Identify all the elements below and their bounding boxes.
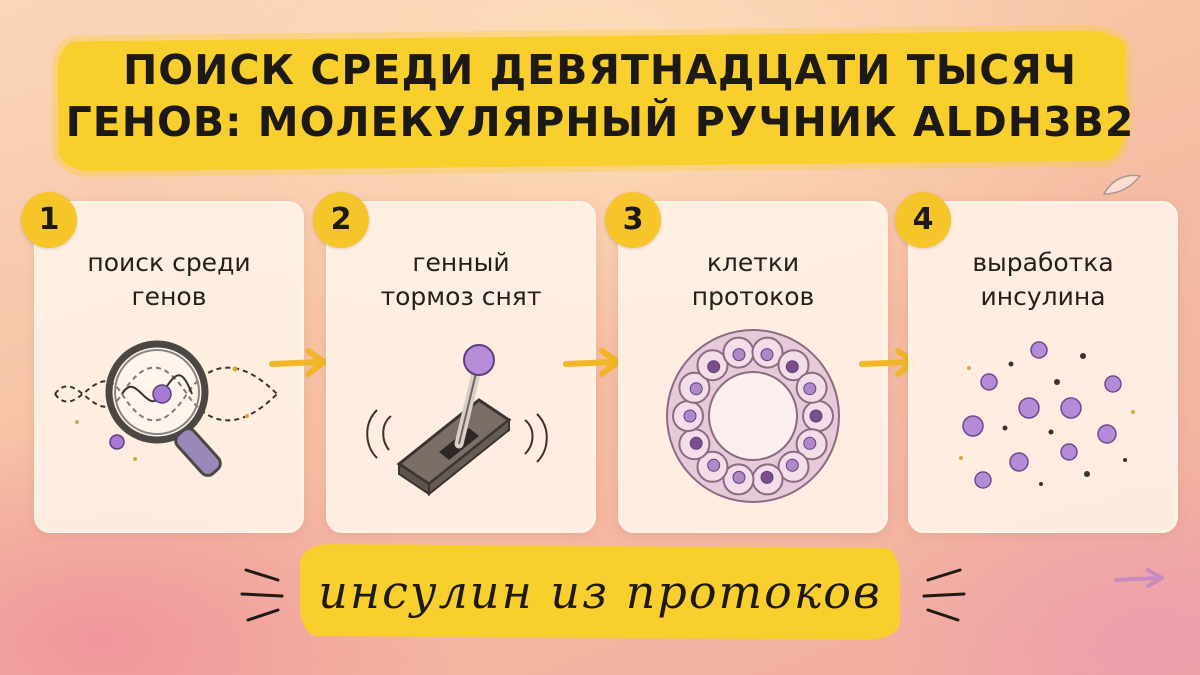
cell-nucleus <box>732 348 746 362</box>
cell-nucleus <box>732 470 746 484</box>
cell-nucleus <box>683 409 697 423</box>
step-card-1: 1 поиск среди генов <box>21 192 304 533</box>
step-badge-4: 4 <box>895 192 951 248</box>
spark-lines-left-icon <box>240 568 284 622</box>
step-badge-3: 3 <box>605 192 661 248</box>
leaf-doodle-icon <box>1102 174 1142 195</box>
step-label-4: выработка инсулина <box>972 248 1114 311</box>
arrow-right-icon <box>269 348 327 377</box>
cell-nucleus <box>785 360 799 374</box>
insulin-particles-icon <box>959 341 1135 489</box>
arrow-right-icon <box>563 348 621 377</box>
step-badge-2: 2 <box>313 192 369 248</box>
cell-nucleus <box>803 382 817 396</box>
duct-cell-ring-icon <box>666 329 840 503</box>
cell-nucleus <box>689 382 703 396</box>
decorative-arrow-icon <box>1114 568 1164 588</box>
cell-nucleus <box>803 436 817 450</box>
cell-nucleus <box>689 436 703 450</box>
spark-lines-right-icon <box>922 568 966 622</box>
step-badge-1: 1 <box>21 192 77 248</box>
cell-nucleus <box>760 470 774 484</box>
cell-nucleus <box>707 360 721 374</box>
cell-nucleus <box>760 348 774 362</box>
step-label-2: генный тормоз снят <box>380 248 542 311</box>
page-title: ПОИСК СРЕДИ ДЕВЯТНАДЦАТИ ТЫСЯЧ ГЕНОВ: МО… <box>60 44 1140 148</box>
step-label-3: клетки протоков <box>691 248 815 311</box>
step-card-3: 3 клетки протоков <box>605 192 888 533</box>
bottom-caption: инсулин из протоков <box>318 565 882 619</box>
cell-nucleus <box>809 409 823 423</box>
cell-nucleus <box>785 458 799 472</box>
title-line-2: ГЕНОВ: МОЛЕКУЛЯРНЫЙ РУЧНИК ALDH3B2 <box>65 98 1135 146</box>
lever-switch-icon <box>366 344 548 497</box>
cell-nucleus <box>707 458 721 472</box>
step-label-1: поиск среди генов <box>87 248 251 311</box>
magnifier-dna-icon <box>54 340 278 477</box>
step-card-4: 4 выработка инсулина <box>895 192 1178 533</box>
step-card-2: 2 генный тормоз снят <box>313 192 596 533</box>
title-line-1: ПОИСК СРЕДИ ДЕВЯТНАДЦАТИ ТЫСЯЧ <box>122 46 1078 94</box>
